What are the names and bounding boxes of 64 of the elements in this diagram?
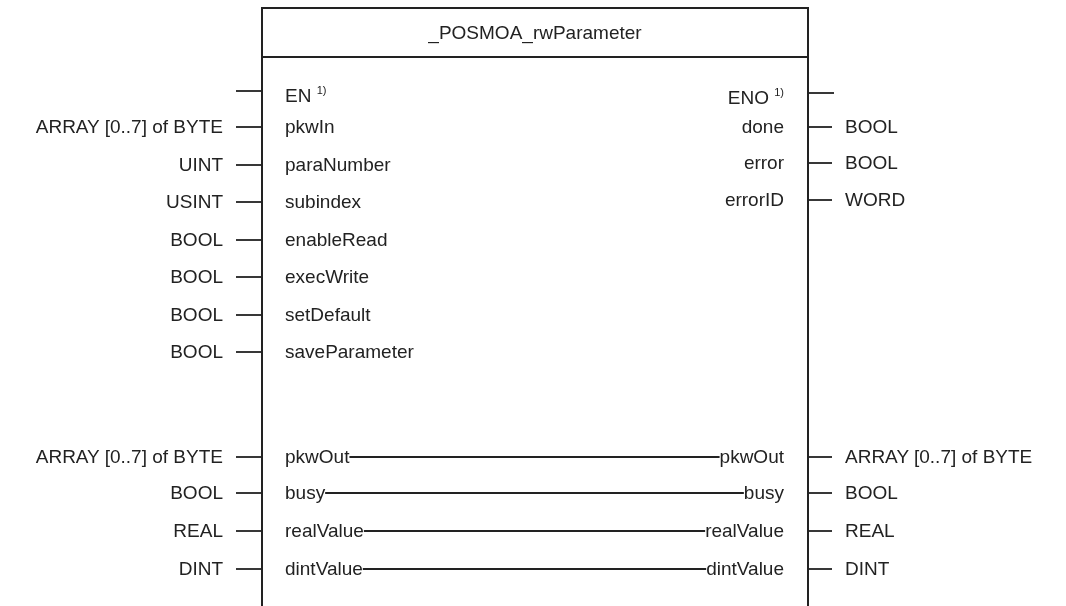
pin-name: done [741, 115, 784, 139]
pin-name: busy [743, 481, 784, 505]
pin-name: realValue [285, 519, 364, 543]
pin-name: dintValue [285, 557, 363, 581]
connection-line [808, 530, 833, 532]
pin-name: pkwOut [719, 445, 784, 469]
connection-line [235, 492, 262, 494]
pin-name: busy [285, 481, 326, 505]
connection-line [235, 276, 262, 278]
data-type-label: BOOL [170, 303, 223, 327]
connection-line [235, 530, 262, 532]
pin-name: execWrite [285, 265, 370, 289]
connection-line [808, 456, 833, 458]
connection-line [235, 90, 262, 92]
data-type-label: ARRAY [0..7] of BYTE [35, 445, 223, 469]
pin-name: dintValue [706, 557, 784, 581]
connection-line [808, 492, 833, 494]
data-type-label: UINT [178, 153, 223, 177]
connection-line [808, 568, 833, 570]
data-type-label: DINT [178, 557, 223, 581]
pin-name: subindex [285, 190, 362, 214]
connection-line [808, 92, 835, 94]
data-type-label: WORD [845, 188, 906, 212]
connection-line [235, 126, 262, 128]
data-type-label: ARRAY [0..7] of BYTE [845, 445, 1033, 469]
connection-line [235, 351, 262, 353]
connection-line [808, 199, 833, 201]
connection-line [235, 201, 262, 203]
data-type-label: BOOL [170, 265, 223, 289]
pin-name: pkwIn [285, 115, 335, 139]
data-type-label: REAL [845, 519, 895, 543]
pin-name: enableRead [285, 228, 388, 252]
connection-line [808, 126, 833, 128]
connection-line [235, 314, 262, 316]
data-type-label: BOOL [170, 481, 223, 505]
data-type-label: BOOL [170, 228, 223, 252]
pin-name: EN $^{1)}$ [285, 83, 327, 108]
pin-name: realValue [705, 519, 784, 543]
data-type-label: ARRAY [0..7] of BYTE [35, 115, 223, 139]
data-type-label: REAL [173, 519, 223, 543]
data-type-label: DINT [845, 557, 890, 581]
connection-line [324, 492, 745, 494]
connection-line [235, 568, 262, 570]
connection-line [235, 164, 262, 166]
connection-line [808, 162, 833, 164]
connection-line [348, 456, 721, 458]
block-title: _POSMOA_rwParameter [428, 20, 642, 45]
data-type-label: BOOL [845, 481, 898, 505]
data-type-label: BOOL [170, 340, 223, 364]
pin-name: error [743, 151, 784, 175]
pin-name: ENO $^{1)}$ [727, 85, 784, 110]
connection-line [235, 456, 262, 458]
pin-name: pkwOut [285, 445, 350, 469]
data-type-label: BOOL [845, 151, 898, 175]
pin-name: saveParameter [285, 340, 414, 364]
pin-name: errorID [724, 188, 784, 212]
data-type-label: USINT [166, 190, 223, 214]
pin-name: setDefault [285, 303, 371, 327]
pin-name: paraNumber [285, 153, 391, 177]
function-block [261, 7, 809, 606]
connection-line [361, 568, 708, 570]
connection-line [363, 530, 707, 532]
data-type-label: BOOL [845, 115, 898, 139]
connection-line [235, 239, 262, 241]
